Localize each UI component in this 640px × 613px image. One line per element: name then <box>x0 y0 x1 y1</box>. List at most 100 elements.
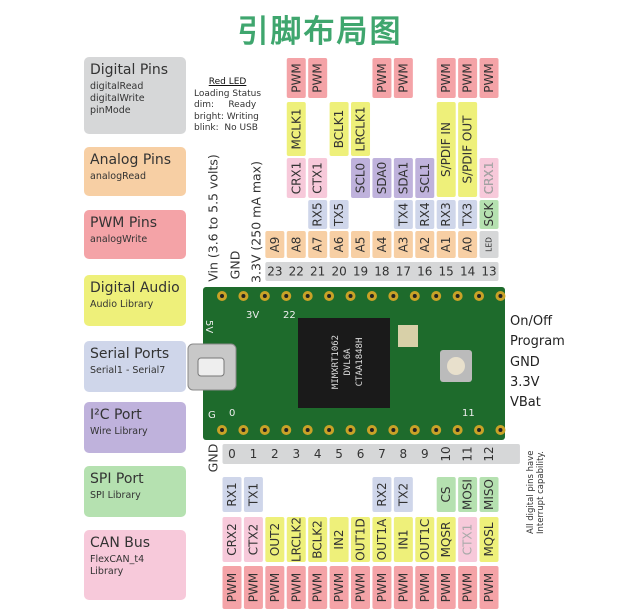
top-pin-number: 22 <box>289 265 304 279</box>
pwm-pin-bottom-label: PWM <box>396 573 410 602</box>
serial-pin-bottom-label: RX1 <box>225 482 239 506</box>
analog-pin-A9-label: A9 <box>268 237 282 253</box>
header-hole <box>413 428 417 432</box>
header-hole <box>434 428 438 432</box>
pwm-pin-bottom-label: PWM <box>482 573 496 602</box>
chip-text: DVL6A <box>343 348 353 376</box>
bottom-pin-number: 0 <box>228 447 236 461</box>
sck-pin-label: SCK <box>482 201 496 226</box>
can-pin-ctx2-label: CTX2 <box>246 524 260 556</box>
audio-pin-bottom-label: MQSL <box>482 522 496 556</box>
top-pin-number: 14 <box>460 265 475 279</box>
audio-pin-bottom-label: OUT1C <box>418 519 432 561</box>
header-hole <box>413 294 417 298</box>
pwm-pin-bottom-label: PWM <box>268 573 282 602</box>
header-hole <box>263 294 267 298</box>
audio-pin-bottom-label: OUT2 <box>268 523 282 556</box>
audio-pin-bottom-label: OUT1A <box>375 518 389 560</box>
i2c-pin-SCL1-label: SCL1 <box>418 163 432 193</box>
header-hole <box>477 294 481 298</box>
pwm-pin-bottom-label: PWM <box>375 573 389 602</box>
pwm-pin-top-label: PWM <box>439 63 453 92</box>
usb-port <box>198 358 224 376</box>
gnd-top-label: GND <box>228 251 243 280</box>
header-hole <box>498 294 502 298</box>
pwm-pin-top-label: PWM <box>396 63 410 92</box>
analog-pin-A5-label: A5 <box>354 237 368 253</box>
header-hole <box>284 428 288 432</box>
header-hole <box>306 294 310 298</box>
serial-pin-RX3-label: RX3 <box>439 202 453 226</box>
pwm-pin-bottom-label: PWM <box>354 573 368 602</box>
header-hole <box>263 428 267 432</box>
program-button-cap <box>447 357 465 375</box>
led-label: LED <box>485 237 494 252</box>
analog-pin-A1-label: A1 <box>439 237 453 253</box>
analog-pin-A3-label: A3 <box>396 237 410 253</box>
top-pin-number: 15 <box>439 265 454 279</box>
header-hole <box>327 428 331 432</box>
header-hole <box>456 294 460 298</box>
can-pin-ctx1-label: CTX1 <box>311 162 325 194</box>
bottom-pin-number: 1 <box>250 447 258 461</box>
header-hole <box>241 294 245 298</box>
can-crx1-right-text: CRX1 <box>482 162 496 195</box>
header-hole <box>220 428 224 432</box>
bottom-pin-number: 3 <box>292 447 300 461</box>
serial-pin-bottom-label: RX2 <box>375 482 389 506</box>
analog-pin-A2-label: A2 <box>418 237 432 253</box>
pwm-pin-bottom-label: PWM <box>332 573 346 602</box>
header-hole <box>370 428 374 432</box>
header-hole <box>391 294 395 298</box>
header-hole <box>327 294 331 298</box>
bottom-pin-number: 7 <box>378 447 386 461</box>
bottom-number-band <box>223 444 520 464</box>
pwm-pin-bottom-label: PWM <box>311 573 325 602</box>
spi-pin-label: MOSI <box>461 479 475 510</box>
board-22: 22 <box>283 310 296 321</box>
i2c-pin-SCL0-label: SCL0 <box>354 163 368 193</box>
top-pin-number: 13 <box>481 265 496 279</box>
board-11: 11 <box>462 408 475 419</box>
pwm-pin-bottom-label: PWM <box>225 573 239 602</box>
audio-pin-bottom-label: LRCLK2 <box>289 517 303 562</box>
analog-pin-A0-label: A0 <box>461 237 475 253</box>
chip-text: MIMXRT1062 <box>331 335 341 389</box>
bottom-pin-number: 6 <box>357 447 365 461</box>
pwm-pin-top-label: PWM <box>461 63 475 92</box>
audio-pin-spdif-in-label: S/PDIF IN <box>439 122 453 177</box>
analog-pin-A7-label: A7 <box>311 237 325 253</box>
audio-pin-lrclk1-label: LRCLK1 <box>354 107 368 152</box>
can-pin-crx2-label: CRX2 <box>225 523 239 556</box>
audio-pin-mclk1-label: MCLK1 <box>289 109 303 150</box>
serial-pin-TX4-label: TX4 <box>396 203 410 227</box>
header-hole <box>241 428 245 432</box>
header-hole <box>349 428 353 432</box>
analog-pin-A8-label: A8 <box>289 237 303 253</box>
board-0: 0 <box>229 408 235 419</box>
vin-label: Vin (3.6 to 5.5 volts) <box>206 154 221 282</box>
bottom-pin-number: 9 <box>421 447 429 461</box>
audio-pin-bottom-label: OUT1D <box>354 518 368 560</box>
v33-label: 3.3V (250 mA max) <box>249 161 264 283</box>
pwm-pin-top-label: PWM <box>375 63 389 92</box>
vbat-label: VBat <box>510 393 565 413</box>
top-pin-number: 19 <box>353 265 368 279</box>
gnd-side-label: GND <box>510 353 565 373</box>
audio-pin-bclk1-label: BCLK1 <box>332 110 346 149</box>
board-g: G <box>208 410 216 421</box>
pwm-pin-top-label: PWM <box>311 63 325 92</box>
spi-pin-label: CS <box>439 487 453 503</box>
top-pin-number: 17 <box>396 265 411 279</box>
pwm-pin-bottom-label: PWM <box>246 573 260 602</box>
pwm-pin-bottom-label: PWM <box>289 573 303 602</box>
i2c-pin-SDA1-label: SDA1 <box>396 162 410 195</box>
header-hole <box>498 428 502 432</box>
interrupt-note: All digital pins have Interrupt capabili… <box>526 439 546 534</box>
pwm-pin-top-label: PWM <box>482 63 496 92</box>
flash-chip <box>398 325 418 347</box>
header-hole <box>349 294 353 298</box>
analog-pin-A6-label: A6 <box>332 237 346 253</box>
audio-pin-spdif-out-label: S/PDIF OUT <box>461 115 475 184</box>
pwm-pin-top-label: PWM <box>289 63 303 92</box>
